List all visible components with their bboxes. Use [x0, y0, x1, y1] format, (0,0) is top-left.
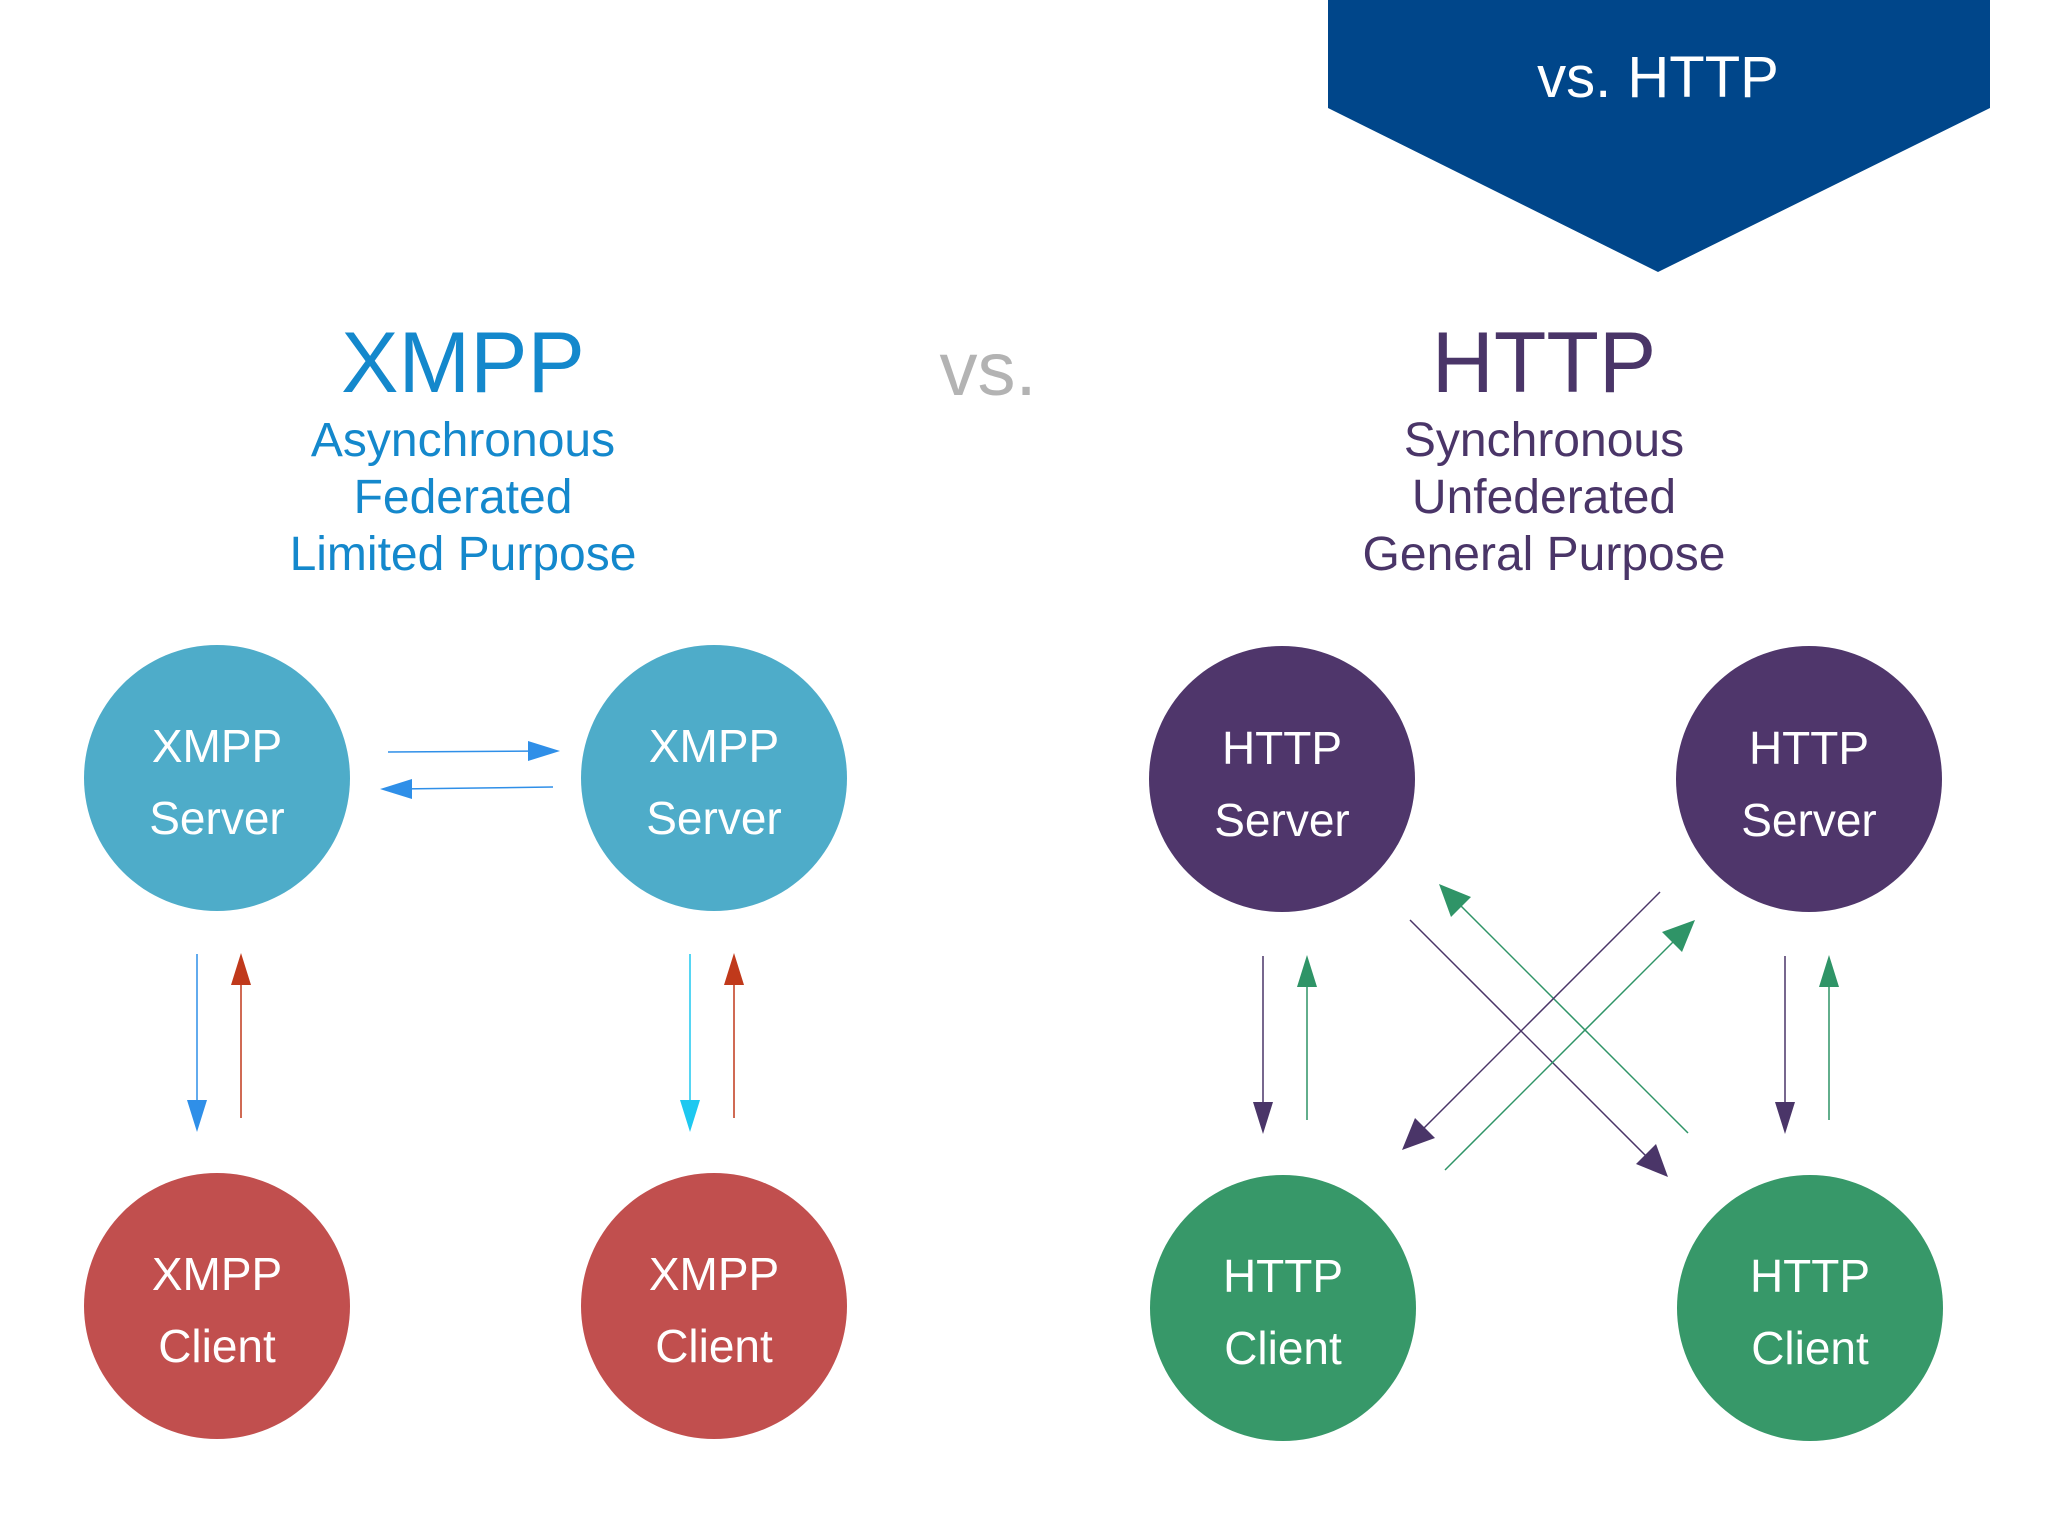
xmpp-line-1: Asynchronous	[311, 414, 615, 467]
http-client-left-line2: Client	[1224, 1322, 1342, 1374]
xmpp-client-right-line1: XMPP	[649, 1248, 779, 1300]
http-client-right-node: HTTP Client	[1677, 1175, 1943, 1441]
http-title: HTTP	[1432, 315, 1657, 411]
xmpp-left-vertical-arrows	[187, 953, 251, 1132]
http-client-right-line1: HTTP	[1750, 1250, 1870, 1302]
xmpp-line-2: Federated	[354, 471, 573, 524]
http-line-3: General Purpose	[1363, 528, 1726, 581]
xmpp-title: XMPP	[341, 315, 585, 411]
banner-label: vs. HTTP	[1537, 45, 1779, 110]
xmpp-server-right-node: XMPP Server	[581, 645, 847, 911]
xmpp-server-right-line2: Server	[646, 792, 781, 844]
xmpp-server-left-line1: XMPP	[152, 720, 282, 772]
xmpp-server-to-server-arrows	[380, 741, 560, 799]
http-client-left-node: HTTP Client	[1150, 1175, 1416, 1441]
http-client-left-line1: HTTP	[1223, 1250, 1343, 1302]
http-diagonal-arrows	[1402, 884, 1695, 1177]
xmpp-server-right-line1: XMPP	[649, 720, 779, 772]
xmpp-right-vertical-arrows	[680, 953, 744, 1132]
http-server-left-line1: HTTP	[1222, 722, 1342, 774]
xmpp-client-right-node: XMPP Client	[581, 1173, 847, 1439]
xmpp-server-left-node: XMPP Server	[84, 645, 350, 911]
xmpp-client-left-line2: Client	[158, 1320, 276, 1372]
xmpp-client-left-line1: XMPP	[152, 1248, 282, 1300]
xmpp-client-right-line2: Client	[655, 1320, 773, 1372]
xmpp-server-left-line2: Server	[149, 792, 284, 844]
http-server-right-line1: HTTP	[1749, 722, 1869, 774]
banner-shape	[1328, 0, 1990, 272]
xmpp-client-left-node: XMPP Client	[84, 1173, 350, 1439]
http-server-left-line2: Server	[1214, 794, 1349, 846]
http-right-vertical-arrows	[1775, 955, 1839, 1134]
http-line-1: Synchronous	[1404, 414, 1684, 467]
http-left-vertical-arrows	[1253, 955, 1317, 1134]
http-client-right-line2: Client	[1751, 1322, 1869, 1374]
http-line-2: Unfederated	[1412, 471, 1676, 524]
xmpp-line-3: Limited Purpose	[290, 528, 637, 581]
http-server-right-node: HTTP Server	[1676, 646, 1942, 912]
vs-label: vs.	[939, 327, 1036, 412]
http-server-right-line2: Server	[1741, 794, 1876, 846]
http-server-left-node: HTTP Server	[1149, 646, 1415, 912]
